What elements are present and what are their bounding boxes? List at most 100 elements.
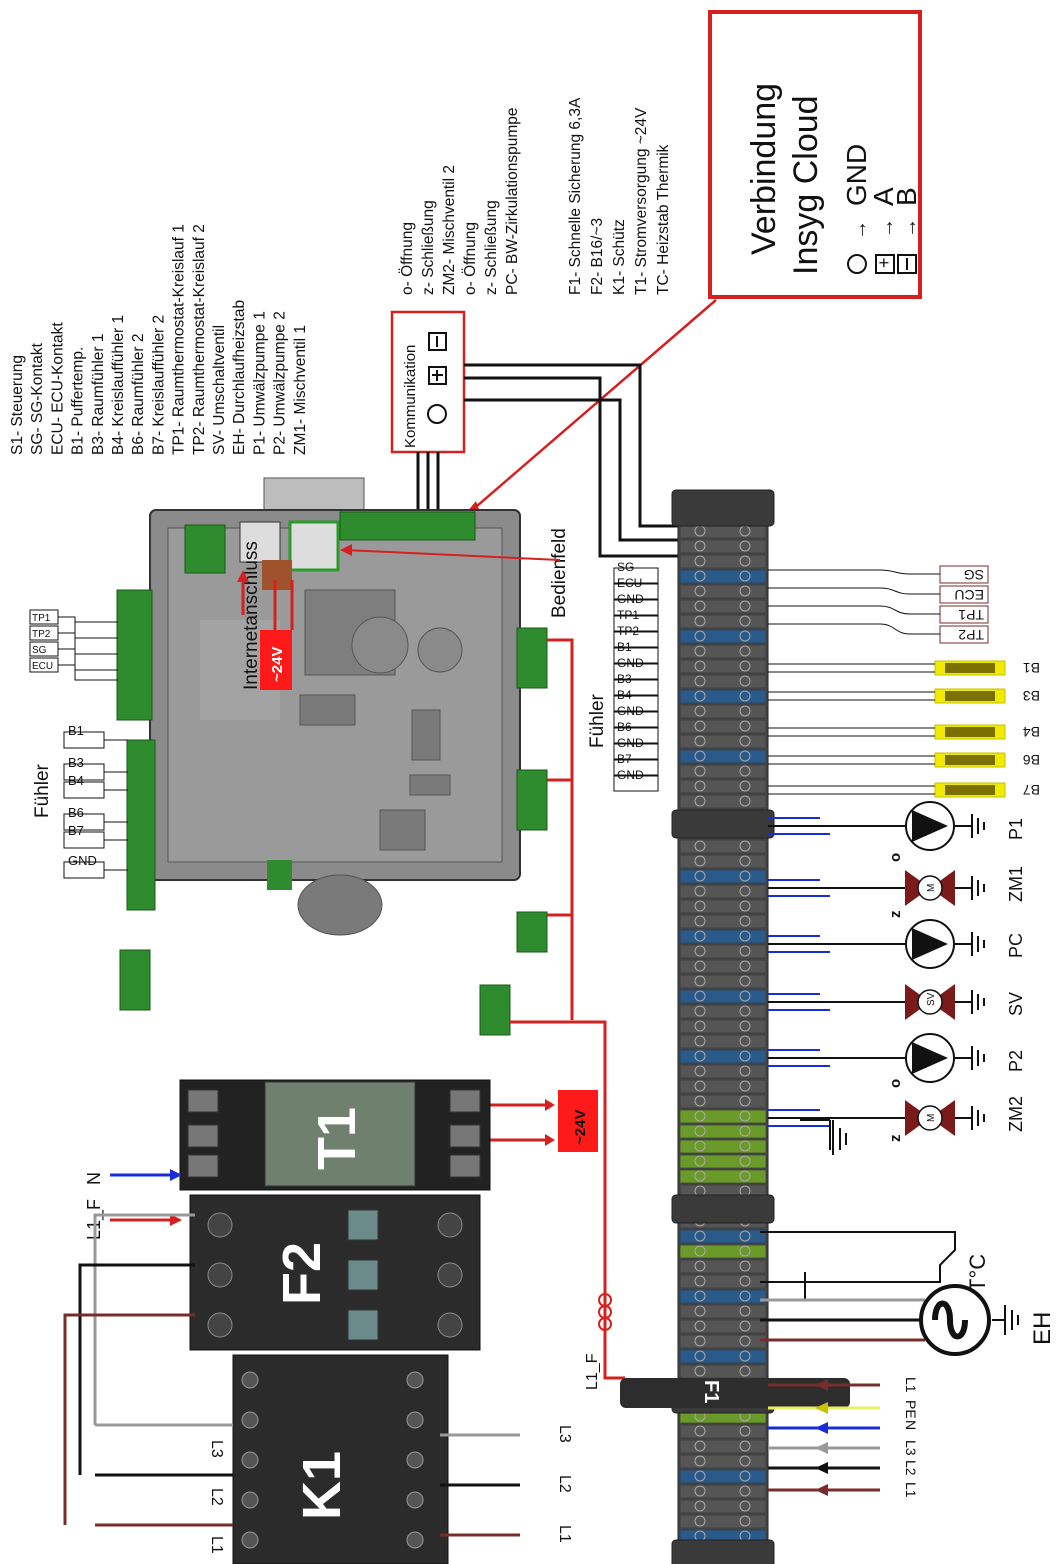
supply-label: L2 [903, 1460, 919, 1476]
legend_left-4: B3- Raumfühler 1 [90, 334, 107, 455]
legend_left-13: P2- Umwälzpumpe 2 [272, 311, 289, 455]
terminal-label: B4 [617, 688, 632, 702]
legend_mid-3: o- Öffnung [461, 222, 479, 295]
right-signal-label: ECU [954, 587, 984, 603]
valve-direction-mark: o [887, 1079, 904, 1088]
right-sensor-label: B3 [1023, 688, 1040, 704]
t1-label: T1 [307, 1107, 367, 1170]
left-input-label: TP2 [32, 629, 51, 640]
breaker-f2 [189, 1194, 481, 1351]
cloud-b: B [891, 187, 922, 206]
terminal-label: GND [617, 592, 644, 606]
v24-top-label: ~24V [269, 647, 286, 682]
terminal-label: B7 [617, 752, 632, 766]
left-sensor-label: B6 [68, 805, 84, 820]
svg-text:→: → [849, 220, 871, 240]
supply-label: L3 [903, 1440, 919, 1456]
ground-symbol [800, 1119, 847, 1155]
cloud-title-1: Verbindung [745, 83, 783, 255]
terminal-label: TP2 [617, 624, 639, 638]
transformer-t1 [179, 1079, 491, 1191]
legend_right-1: F2- B16/~3 [589, 218, 606, 295]
fuehler-label-left: Fühler [32, 763, 53, 818]
valve-mark: M [926, 884, 937, 892]
legend_left-3: B1- Puffertemp. [70, 347, 87, 455]
fuse-f1 [620, 1378, 850, 1408]
legend_mid-0: o- Öffnung [398, 222, 416, 295]
left-input-label: TP1 [32, 613, 51, 624]
legend_right-3: T1- Stromversorgung ~24V [633, 107, 650, 295]
right-sensor-label: B6 [1023, 752, 1040, 768]
contactor-k1 [232, 1354, 449, 1564]
left-input-label: ECU [32, 661, 53, 672]
right-signal-label: TP2 [958, 627, 984, 643]
heater-eh [760, 1284, 1019, 1356]
comm-label: Kommunikation [402, 345, 419, 448]
bottom-phase-l1: L1 [556, 1525, 573, 1543]
terminal-label: B1 [617, 640, 632, 654]
terminal-label: B6 [617, 720, 632, 734]
f1-label: F1 [700, 1380, 722, 1403]
valve-direction-mark: z [887, 1135, 904, 1143]
valve-mark: SV [926, 992, 937, 1006]
eh-label: EH [1029, 1312, 1056, 1345]
terminal-label: ECU [617, 576, 642, 590]
internetanschluss-label: Internetanschluss [241, 541, 262, 690]
cloud-a: A [868, 187, 899, 206]
device-label: SV [1006, 992, 1026, 1016]
svg-text:→: → [876, 218, 898, 238]
plus-box-icon [875, 254, 895, 274]
cloud-title-2: Insyg Cloud [787, 95, 825, 275]
cloud-gnd: GND [841, 144, 872, 206]
supply-label: L1 [903, 1482, 919, 1498]
terminal-label: GND [617, 656, 644, 670]
terminal-label: GND [617, 704, 644, 718]
terminal-label: B3 [617, 672, 632, 686]
bottom-phase-l3: L3 [556, 1425, 573, 1443]
board-terminals [116, 589, 548, 1036]
left-phase-l2: L2 [208, 1488, 225, 1506]
left-sensor-label: B3 [68, 755, 84, 770]
bottom-phase-l2: L2 [556, 1475, 573, 1493]
legend_left-11: EH- Durchlaufheizstab [231, 300, 248, 455]
terminal-strip [671, 489, 775, 1564]
right-sensor-label: B1 [1023, 660, 1040, 676]
legend_left-7: B7- Kreislauffühler 2 [150, 315, 167, 455]
fuehler-label-right: Fühler [587, 693, 608, 748]
supply-label: N [903, 1420, 919, 1430]
right-signal-label: SG [964, 567, 984, 583]
legend_left-14: ZM1- Mischventil 1 [292, 325, 309, 455]
device-label: ZM1 [1006, 866, 1026, 902]
left-sensor-label: B4 [68, 773, 84, 788]
legend_right-0: F1- Schnelle Sicherung 6,3A [567, 97, 584, 295]
legend_left-10: SV- Umschaltventil [211, 325, 228, 455]
gnd-circle-icon [847, 254, 867, 274]
f2-label: F2 [272, 1242, 332, 1305]
l1f-label: L1_F [584, 1353, 601, 1390]
legend_left-6: B6- Raumfühler 2 [130, 334, 147, 455]
right-sensor-label: B4 [1023, 724, 1040, 740]
right-sensor-label: B7 [1023, 782, 1040, 798]
left-phase-l3: L3 [208, 1440, 225, 1458]
v24-box-top [260, 630, 292, 690]
legend_left-5: B4- Kreislauffühler 1 [110, 315, 127, 455]
device-label: P1 [1006, 818, 1026, 840]
right-signal-label: TP1 [958, 607, 984, 623]
n-input-label: N [84, 1172, 104, 1185]
legend_mid-1: z- Schließung [420, 200, 437, 295]
terminal-label: GND [617, 736, 644, 750]
bedienfeld-label: Bedienfeld [549, 528, 570, 618]
v24-bottom-label: ~24V [572, 1110, 589, 1145]
svg-text:→: → [899, 218, 921, 238]
tc-label: T°C [965, 1254, 990, 1292]
valve-mark: M [926, 1114, 937, 1122]
valve-direction-mark: o [887, 853, 904, 862]
